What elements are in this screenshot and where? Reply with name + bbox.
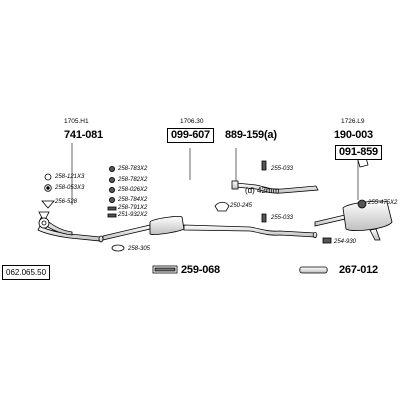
clamp-icons: [41, 153, 369, 252]
part-label-258-121x3: 258-121X3: [55, 174, 85, 180]
bottom-part-icons: [152, 265, 328, 274]
part-label-255-475x2: 255-475X2: [368, 200, 398, 206]
bottom-part-267-012: 267-012: [339, 264, 378, 276]
intermediate-pipe: [231, 180, 319, 194]
group-1-part-number: 741-081: [64, 129, 103, 141]
part-label-255-033-top: 255-033: [271, 166, 294, 172]
rear-silencer: [314, 200, 393, 241]
part-label-258-305: 258-305: [128, 246, 151, 252]
diagram-reference-number: 062.065.50: [2, 265, 51, 280]
group-2-part-number: 099-607: [167, 128, 214, 143]
group-3-part-number: 889-159(a): [225, 129, 277, 141]
part-label-258-053x3: 258-053X3: [55, 185, 85, 191]
group-1-sub-label: 1705.H1: [64, 118, 89, 125]
center-pipe-catalyst: [102, 216, 318, 241]
part-label-258-782x2: 258-782X2: [118, 177, 148, 183]
group-2-sub-label: 1706.30: [180, 118, 204, 125]
part-label-250-245: 250-245: [230, 203, 253, 209]
part-label-256-528: 256-528: [55, 199, 78, 205]
part-label-255-033-bottom: 255-033: [271, 215, 294, 221]
leader-lines: [71, 143, 359, 205]
part-label-251-932x2: 251-932X2: [118, 212, 148, 218]
group-4-sub-label: 1726.L9: [341, 118, 365, 125]
front-flanges: [38, 211, 50, 229]
part-label-254-930: 254-930: [334, 239, 357, 245]
part-label-258-784x2: 258-784X2: [118, 197, 148, 203]
group-4-part-number: 190-003: [334, 129, 373, 141]
dimension-note: (d) 42mm: [245, 186, 280, 195]
part-label-258-791x2: 258-791X2: [118, 205, 148, 211]
bottom-part-259-068: 259-068: [181, 264, 220, 276]
part-label-258-026x2: 258-026X2: [118, 187, 148, 193]
part-label-258-783x2: 258-783X2: [118, 166, 148, 172]
group-5-part-number: 091-859: [335, 145, 382, 160]
